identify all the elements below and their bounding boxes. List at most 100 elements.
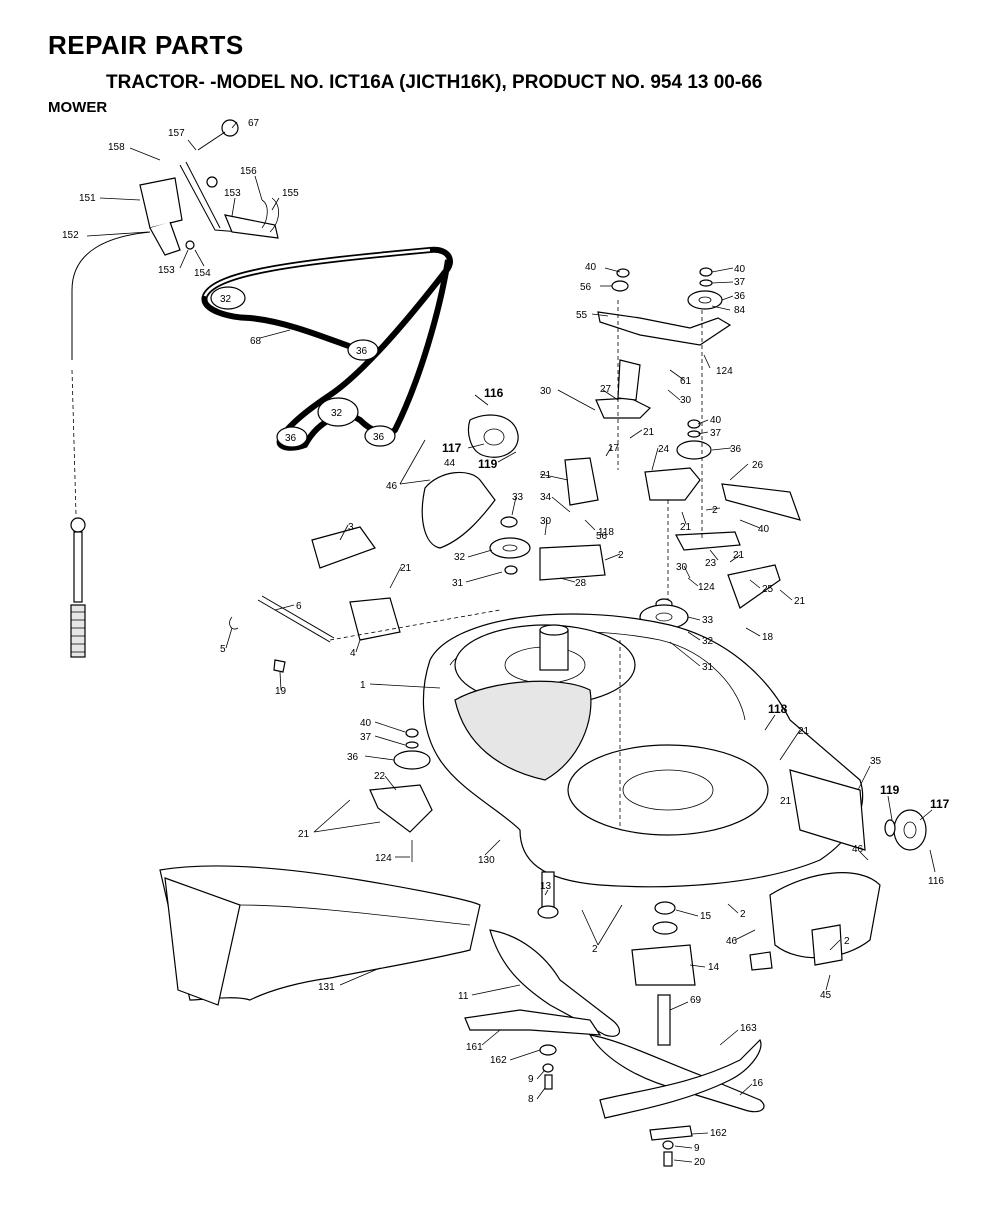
callout: 118 (598, 527, 614, 538)
callout: 157 (168, 128, 185, 139)
callout-leaders (86, 121, 936, 1163)
callout: 21 (798, 726, 810, 737)
discharge-chute (159, 865, 481, 1006)
callout: 23 (705, 558, 717, 569)
callout: 24 (658, 444, 670, 455)
callout: 55 (576, 310, 588, 321)
callout: 5 (220, 644, 226, 655)
callout: 2 (712, 505, 718, 516)
callout: 21 (780, 796, 792, 807)
callout: 32 (454, 552, 466, 563)
callout: 36 (347, 752, 359, 763)
callout: 154 (194, 268, 211, 279)
callout: 151 (79, 193, 96, 204)
callout: 46 (386, 481, 398, 492)
callout: 124 (716, 366, 733, 377)
callout: 124 (375, 853, 392, 864)
callout: 14 (708, 962, 720, 973)
callout: 11 (458, 991, 469, 1002)
callout: 44 (444, 458, 456, 469)
section-heading: MOWER (48, 99, 108, 116)
callout-labels: 67 157 158 156 151 153 155 152 153 154 3… (62, 118, 950, 1168)
callout: 31 (452, 578, 464, 589)
callout: 61 (680, 376, 692, 387)
callout: 56 (580, 282, 592, 293)
callout: 153 (158, 265, 175, 276)
callout: 21 (400, 563, 412, 574)
callout: 9 (528, 1074, 534, 1085)
callout: 46 (726, 936, 738, 947)
callout: 152 (62, 230, 79, 241)
callout: 36 (356, 346, 368, 357)
center-pulley-assembly (229, 414, 606, 673)
drive-belt (201, 246, 453, 451)
idler-bracket-assembly (595, 267, 801, 825)
callout: 8 (528, 1094, 534, 1105)
callout: 4 (350, 648, 356, 659)
callout: 117 (442, 441, 462, 455)
callout: 13 (540, 881, 552, 892)
callout: 21 (794, 596, 806, 607)
callout: 162 (490, 1055, 507, 1066)
callout: 28 (575, 578, 587, 589)
callout: 21 (680, 522, 692, 533)
callout: 119 (880, 783, 900, 797)
callout: 32 (220, 294, 232, 305)
callout: 37 (734, 277, 746, 288)
callout: 33 (702, 615, 714, 626)
callout: 37 (710, 428, 722, 439)
callout: 119 (478, 457, 498, 471)
model-subtitle: TRACTOR- -MODEL NO. ICT16A (JICTH16K), P… (106, 72, 763, 93)
callout: 2 (844, 936, 850, 947)
callout: 155 (282, 188, 299, 199)
callout: 21 (540, 470, 552, 481)
callout: 6 (296, 601, 302, 612)
callout: 25 (762, 584, 774, 595)
callout: 19 (275, 686, 287, 697)
callout: 36 (730, 444, 742, 455)
callout: 162 (710, 1128, 727, 1139)
callout: 2 (592, 944, 598, 955)
callout: 31 (702, 662, 714, 673)
left-spindle-assembly (369, 728, 433, 862)
callout: 37 (360, 732, 372, 743)
callout: 16 (752, 1078, 764, 1089)
callout: 163 (740, 1023, 757, 1034)
callout: 56 (596, 531, 608, 542)
callout: 158 (108, 142, 125, 153)
lift-cable (70, 231, 151, 658)
callout: 18 (762, 632, 774, 643)
callout: 116 (484, 386, 504, 400)
callout: 35 (870, 756, 882, 767)
callout: 118 (768, 702, 788, 716)
callout: 21 (298, 829, 310, 840)
callout: 26 (752, 460, 764, 471)
callout: 68 (250, 336, 262, 347)
callout: 156 (240, 166, 257, 177)
callout: 32 (702, 636, 714, 647)
callout: 21 (643, 427, 655, 438)
callout: 17 (608, 443, 620, 454)
callout: 36 (734, 291, 746, 302)
callout: 20 (694, 1157, 706, 1168)
callout: 161 (466, 1042, 483, 1053)
callout: 30 (540, 386, 552, 397)
callout: 40 (585, 262, 597, 273)
callout: 46 (852, 844, 864, 855)
callout: 27 (600, 384, 612, 395)
callout: 45 (820, 990, 832, 1001)
callout: 131 (318, 982, 335, 993)
right-side-parts (749, 809, 927, 971)
callout: 2 (740, 909, 746, 920)
callout: 84 (734, 305, 746, 316)
callout: 15 (700, 911, 712, 922)
callout: 116 (928, 876, 944, 887)
callout: 34 (540, 492, 552, 503)
callout: 40 (758, 524, 770, 535)
callout: 21 (733, 550, 745, 561)
callout: 40 (734, 264, 746, 275)
callout: 36 (285, 433, 297, 444)
callout: 22 (374, 771, 386, 782)
callout: 36 (373, 432, 385, 443)
